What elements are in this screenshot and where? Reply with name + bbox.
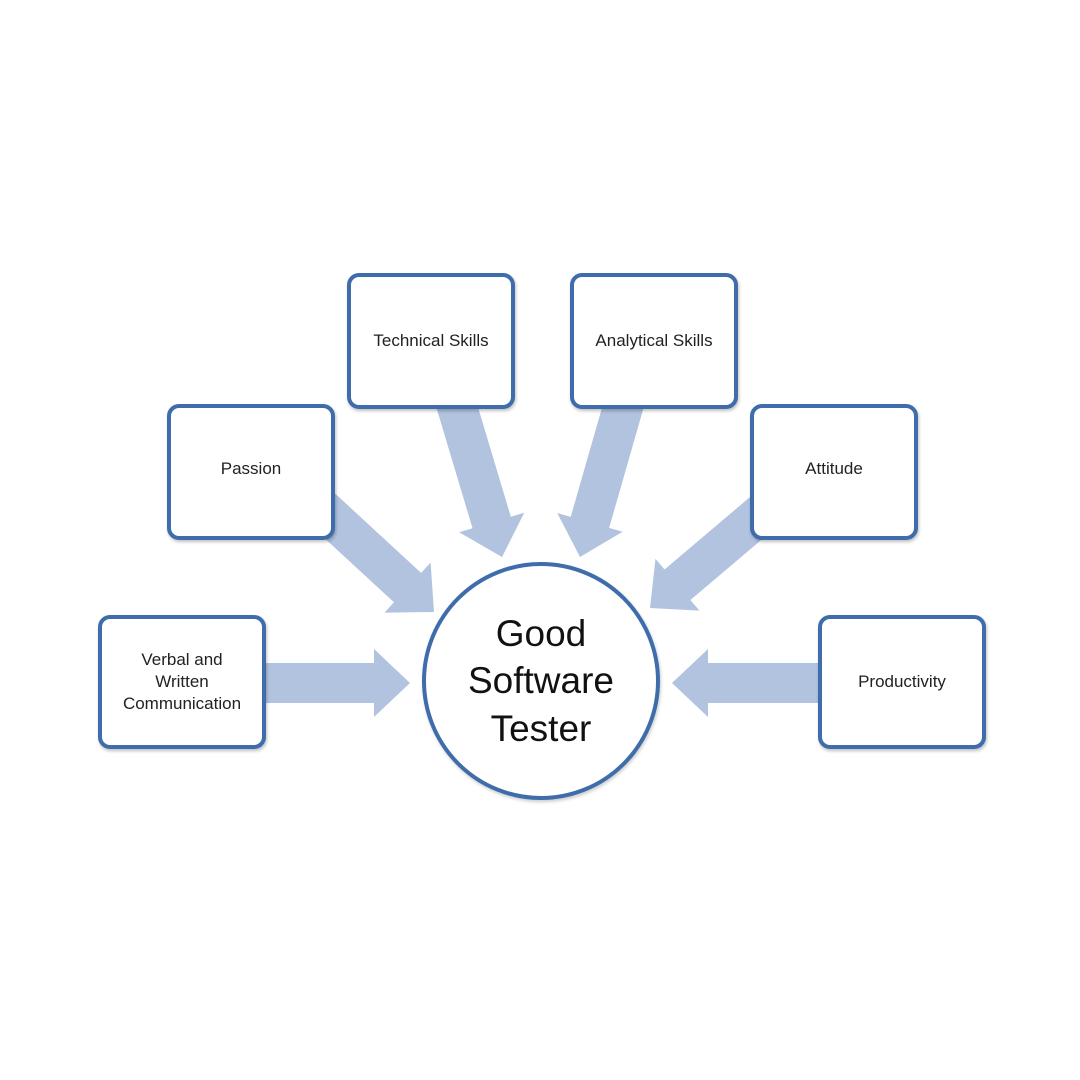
node-analytical-skills: Analytical Skills <box>570 273 738 409</box>
node-label: Attitude <box>805 459 863 478</box>
arrow-productivity-to-center <box>672 649 822 717</box>
node-label: Technical Skills <box>373 330 489 350</box>
node-label-line: Verbal and <box>141 649 223 669</box>
center-label-line: Good <box>495 612 587 654</box>
arrow-technical-to-center <box>435 394 525 557</box>
node-technical-skills: Technical Skills <box>347 273 515 409</box>
node-label: Passion <box>220 459 282 478</box>
node-label: Productivity <box>858 671 946 691</box>
arrow-attitude-to-center <box>650 492 781 611</box>
node-label-line: Written <box>155 671 209 691</box>
center-node-good-software-tester: Good Software Tester <box>422 562 660 800</box>
arrow-analytical-to-center <box>557 394 645 557</box>
center-label-line: Software <box>467 660 614 702</box>
node-productivity: Productivity <box>818 615 986 749</box>
node-passion: Passion <box>167 404 335 540</box>
arrow-verbal-to-center <box>262 649 410 717</box>
node-label-line: Communication <box>122 694 242 714</box>
node-attitude: Attitude <box>750 404 918 540</box>
node-verbal-written-communication: Verbal and Written Communication <box>98 615 266 749</box>
center-label-line: Tester <box>490 707 592 749</box>
arrow-passion-to-center <box>304 490 434 613</box>
node-label: Analytical Skills <box>595 330 713 350</box>
